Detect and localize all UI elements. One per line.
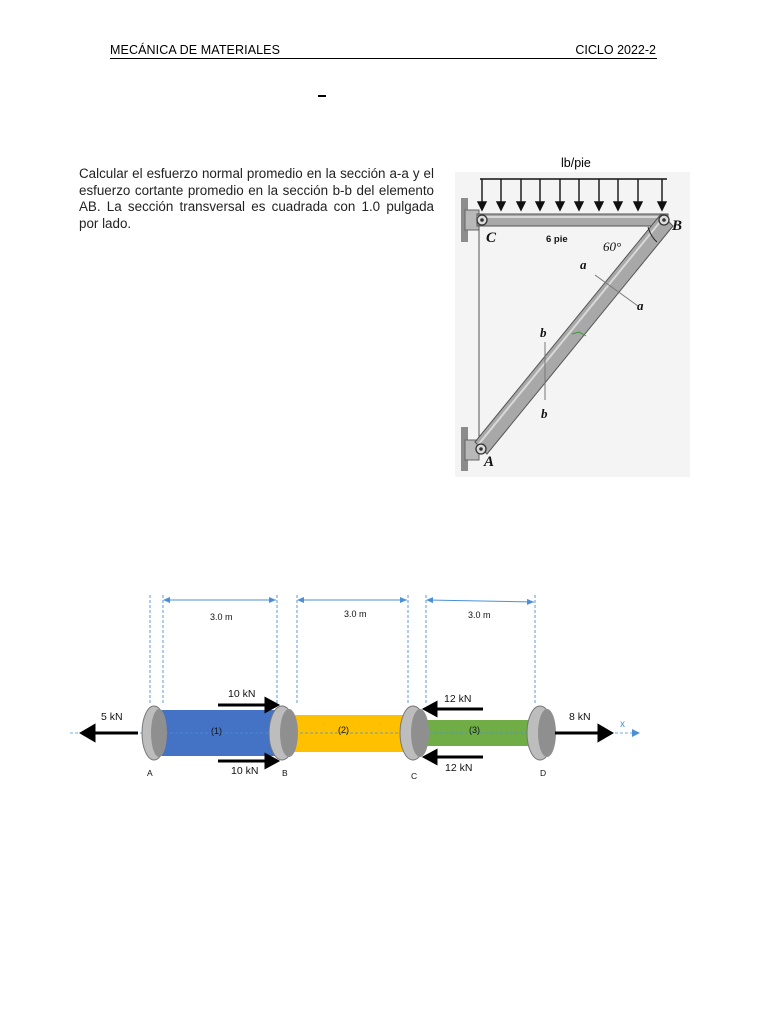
header-course: MECÁNICA DE MATERIALES — [110, 43, 281, 57]
load-label-right: 8 kN — [569, 711, 591, 723]
segment-2-body — [288, 715, 406, 752]
flange-c — [399, 705, 429, 761]
distributed-load-label: lb/pie — [561, 156, 591, 170]
point-label-c: C — [411, 771, 417, 781]
label-section-a-bottom: a — [637, 298, 644, 313]
label-section-b-bottom: b — [541, 406, 548, 421]
member-cb — [476, 213, 669, 227]
point-label-a: A — [147, 768, 153, 778]
segment-2-label: (2) — [338, 725, 349, 735]
segment-1-body — [158, 710, 280, 756]
truss-figure: C B A 6 pie 60° a a b b — [455, 172, 690, 477]
dash-mark — [318, 95, 326, 97]
point-label-b: B — [282, 768, 288, 778]
distributed-load — [476, 178, 668, 212]
label-section-a-top: a — [580, 257, 587, 272]
load-label-b-top: 10 kN — [228, 688, 255, 700]
load-label-b-bottom: 10 kN — [231, 765, 258, 777]
load-label-c-bottom: 12 kN — [445, 762, 472, 774]
load-label-left: 5 kN — [101, 711, 123, 723]
segment-1-label: (1) — [211, 726, 222, 736]
flange-d — [526, 705, 556, 761]
shaft-figure: 3.0 m 3.0 m 3.0 m 5 — [70, 595, 640, 781]
load-label-c-top: 12 kN — [444, 693, 471, 705]
extension-lines — [149, 595, 536, 705]
axis-label-x: x — [620, 719, 625, 730]
segment-3-label: (3) — [469, 725, 480, 735]
problem-statement: Calcular el esfuerzo normal promedio en … — [79, 166, 434, 231]
flange-a — [141, 705, 167, 761]
header-rule — [110, 58, 657, 59]
label-section-b-top: b — [540, 325, 547, 340]
dimension-label-1: 3.0 m — [210, 612, 233, 622]
dimension-line-3 — [426, 597, 535, 605]
label-point-b: B — [671, 218, 682, 234]
flange-b — [268, 705, 298, 761]
label-span: 6 pie — [546, 234, 568, 245]
label-point-a: A — [483, 454, 494, 470]
dimension-label-3: 3.0 m — [468, 610, 491, 620]
header-cycle: CICLO 2022-2 — [575, 43, 656, 57]
label-point-c: C — [486, 230, 497, 246]
point-label-d: D — [540, 768, 546, 778]
label-angle: 60° — [603, 239, 621, 254]
dimension-label-2: 3.0 m — [344, 609, 367, 619]
